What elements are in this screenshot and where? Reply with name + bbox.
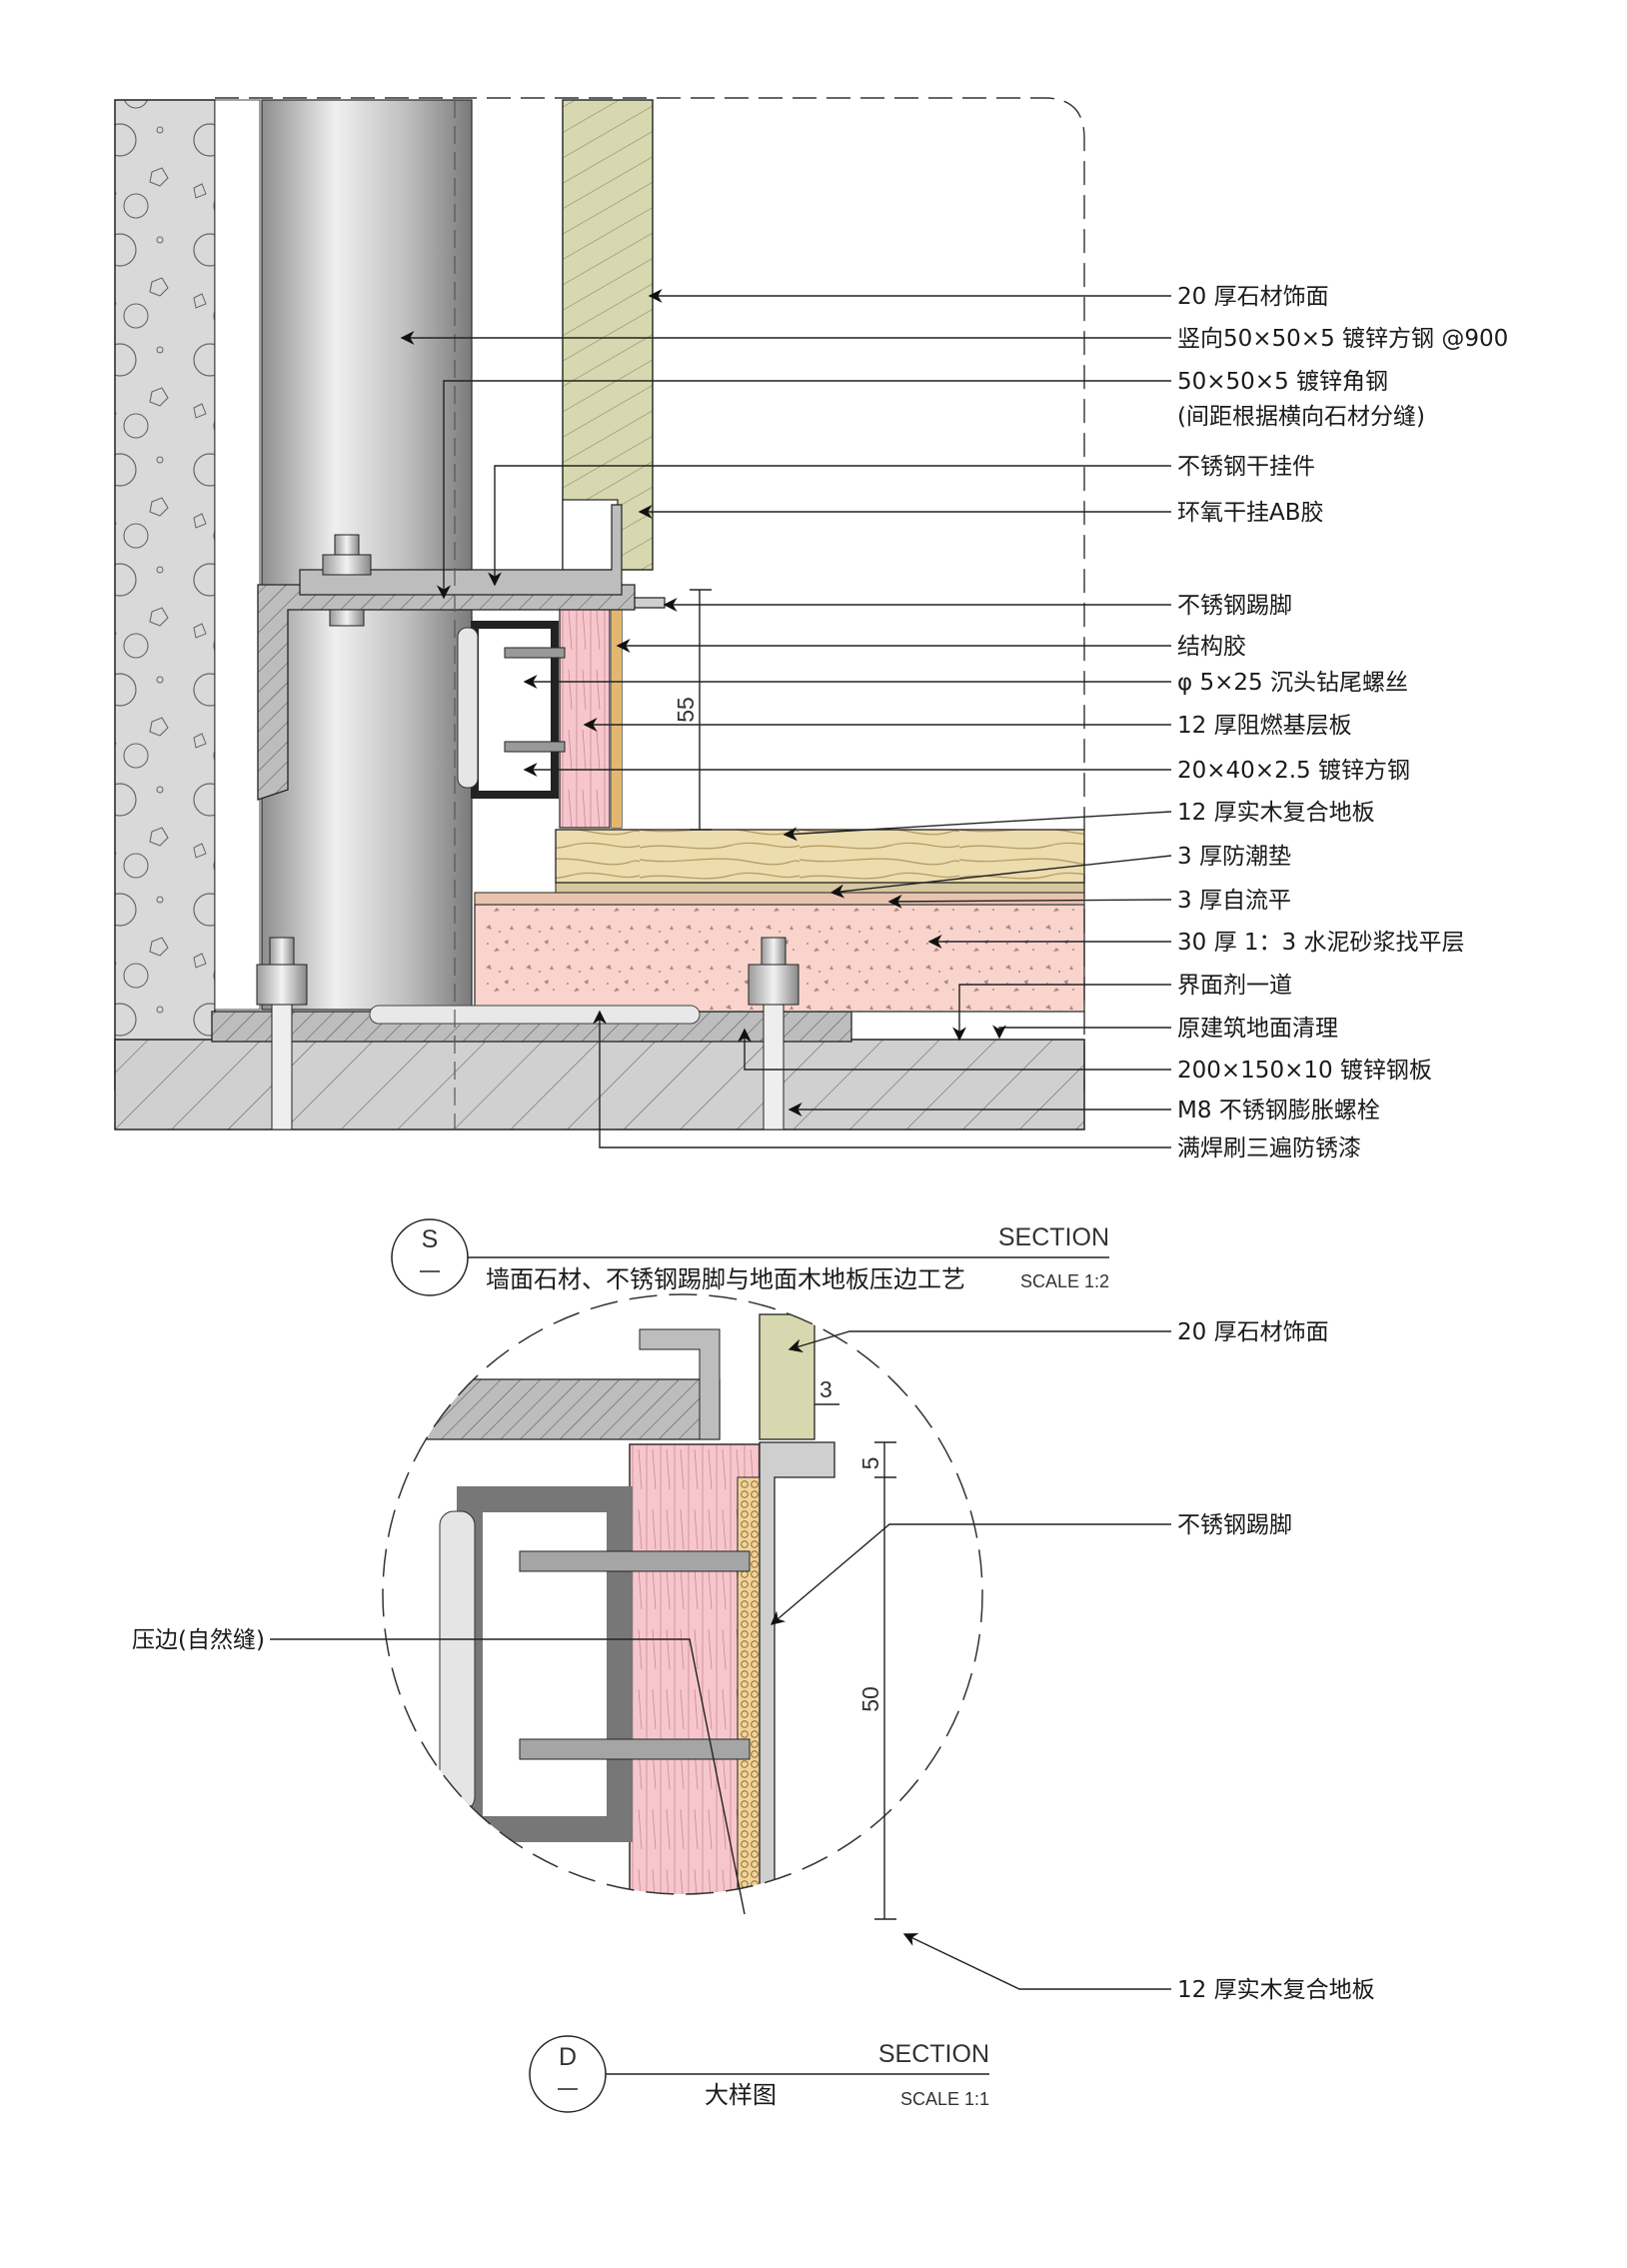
section-s-title: 墙面石材、不锈钢踢脚与地面木地板压边工艺 (486, 1265, 965, 1293)
callout-floor-clean: 原建筑地面清理 (1177, 1016, 1338, 1042)
dim-55-label: 55 (673, 697, 699, 723)
callout-self-leveling: 3 厚自流平 (1177, 888, 1291, 914)
callout-angle-steel: 50×50×5 镀锌角钢 (1177, 369, 1388, 395)
section-s-scale: SCALE 1:2 (1020, 1271, 1109, 1291)
angle-steel (257, 584, 636, 801)
section-d-scale: SCALE 1:1 (900, 2089, 989, 2109)
detail-kick (759, 1441, 835, 1894)
callout-epoxy: 环氧干挂AB胶 (1177, 500, 1324, 526)
top-leaders (400, 289, 1172, 1148)
section-d-title-block: D SECTION 大样图 SCALE 1:1 (529, 2035, 989, 2113)
section-s-word: SECTION (998, 1223, 1109, 1251)
section-d-word: SECTION (878, 2040, 989, 2068)
section-s-letter: S (422, 1225, 439, 1253)
callout-mortar: 30 厚 1：3 水泥砂浆找平层 (1177, 930, 1464, 956)
callout-vertical-steel: 竖向50×50×5 镀锌方钢 @900 (1177, 326, 1508, 352)
dimension-55: 55 (673, 589, 712, 831)
callout-moisture-pad: 3 厚防潮垫 (1177, 844, 1291, 870)
section-d-letter: D (559, 2043, 577, 2071)
callout-weld-paint: 满焊刷三遍防锈漆 (1177, 1135, 1361, 1161)
detail-callout-stone: 20 厚石材饰面 (1177, 1319, 1329, 1345)
callout-screw: φ 5×25 沉头钻尾螺丝 (1177, 670, 1408, 696)
top-callouts: 20 厚石材饰面 竖向50×50×5 镀锌方钢 @900 50×50×5 镀锌角… (1177, 284, 1508, 1161)
callout-dry-hanger: 不锈钢干挂件 (1177, 454, 1315, 480)
detail-boundary (382, 1293, 983, 1895)
stone-facing (562, 99, 654, 571)
dry-hanger (299, 504, 623, 596)
callout-steel-plate: 200×150×10 镀锌钢板 (1177, 1058, 1432, 1084)
callout-primer: 界面剂一道 (1177, 973, 1292, 999)
callout-square-tube: 20×40×2.5 镀锌方钢 (1177, 758, 1410, 784)
detail-callout-edge: 压边(自然缝) (132, 1627, 265, 1653)
top-section-drawing: 55 (114, 97, 1085, 1131)
dim-50-label: 50 (857, 1686, 883, 1712)
detail-callout-floor: 12 厚实木复合地板 (1177, 1977, 1375, 2003)
wood-flooring (555, 829, 1085, 884)
callout-angle-spacing: (间距根据横向石材分缝) (1177, 404, 1425, 430)
section-s-title-block: S SECTION 墙面石材、不锈钢踢脚与地面木地板压边工艺 SCALE 1:2 (391, 1218, 1109, 1296)
dim-3-label: 3 (819, 1376, 832, 1402)
anchor-bolts (256, 937, 800, 1131)
callout-base-board: 12 厚阻燃基层板 (1177, 713, 1352, 739)
callout-kick: 不锈钢踢脚 (1177, 593, 1292, 619)
section-d-title: 大样图 (705, 2081, 777, 2109)
detail-callout-kick: 不锈钢踢脚 (1177, 1512, 1292, 1538)
base-board (559, 597, 611, 829)
screws (504, 647, 566, 753)
callout-wood-floor: 12 厚实木复合地板 (1177, 800, 1375, 826)
detail-circle: 5 50 3 20 厚石材饰面 不锈钢踢脚 12 厚实木复合地板 压边(自然缝) (132, 1293, 1375, 2003)
concrete-wall (114, 99, 216, 1091)
callout-structural-glue: 结构胶 (1177, 634, 1246, 660)
callout-stone-facing: 20 厚石材饰面 (1177, 284, 1329, 310)
dim-5-label: 5 (857, 1457, 883, 1470)
callout-expansion-bolt: M8 不锈钢膨胀螺栓 (1177, 1098, 1380, 1124)
detail-dimensions: 5 50 3 (814, 1376, 896, 1920)
